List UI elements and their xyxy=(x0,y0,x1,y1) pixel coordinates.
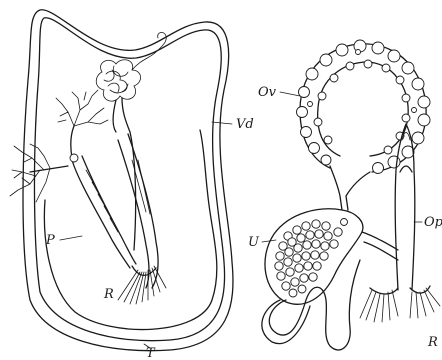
retractor-muscle-left xyxy=(118,266,166,304)
oviduct xyxy=(330,166,370,210)
label-u: U xyxy=(248,235,260,250)
label-p: P xyxy=(45,233,55,248)
uterus-sac xyxy=(265,209,363,304)
label-op: Op xyxy=(424,215,442,230)
right-panel-female-organs: Ov U Op R xyxy=(248,40,442,350)
label-ov: Ov xyxy=(258,85,277,100)
branched-gland-upper xyxy=(56,90,108,162)
ovary-ring xyxy=(297,40,431,174)
label-r-left: R xyxy=(103,287,114,302)
penis-sac xyxy=(72,156,136,268)
branched-gland-left xyxy=(10,144,68,202)
body-outline-outer xyxy=(23,10,233,351)
retractor-muscle-right xyxy=(360,286,440,322)
egg-cluster xyxy=(275,219,348,298)
label-r-right: R xyxy=(427,335,438,350)
left-panel-male-organs: Vd P R T xyxy=(10,10,254,360)
label-t: T xyxy=(146,346,156,360)
retractor-spindle xyxy=(118,134,158,288)
label-vd: Vd xyxy=(236,117,254,132)
